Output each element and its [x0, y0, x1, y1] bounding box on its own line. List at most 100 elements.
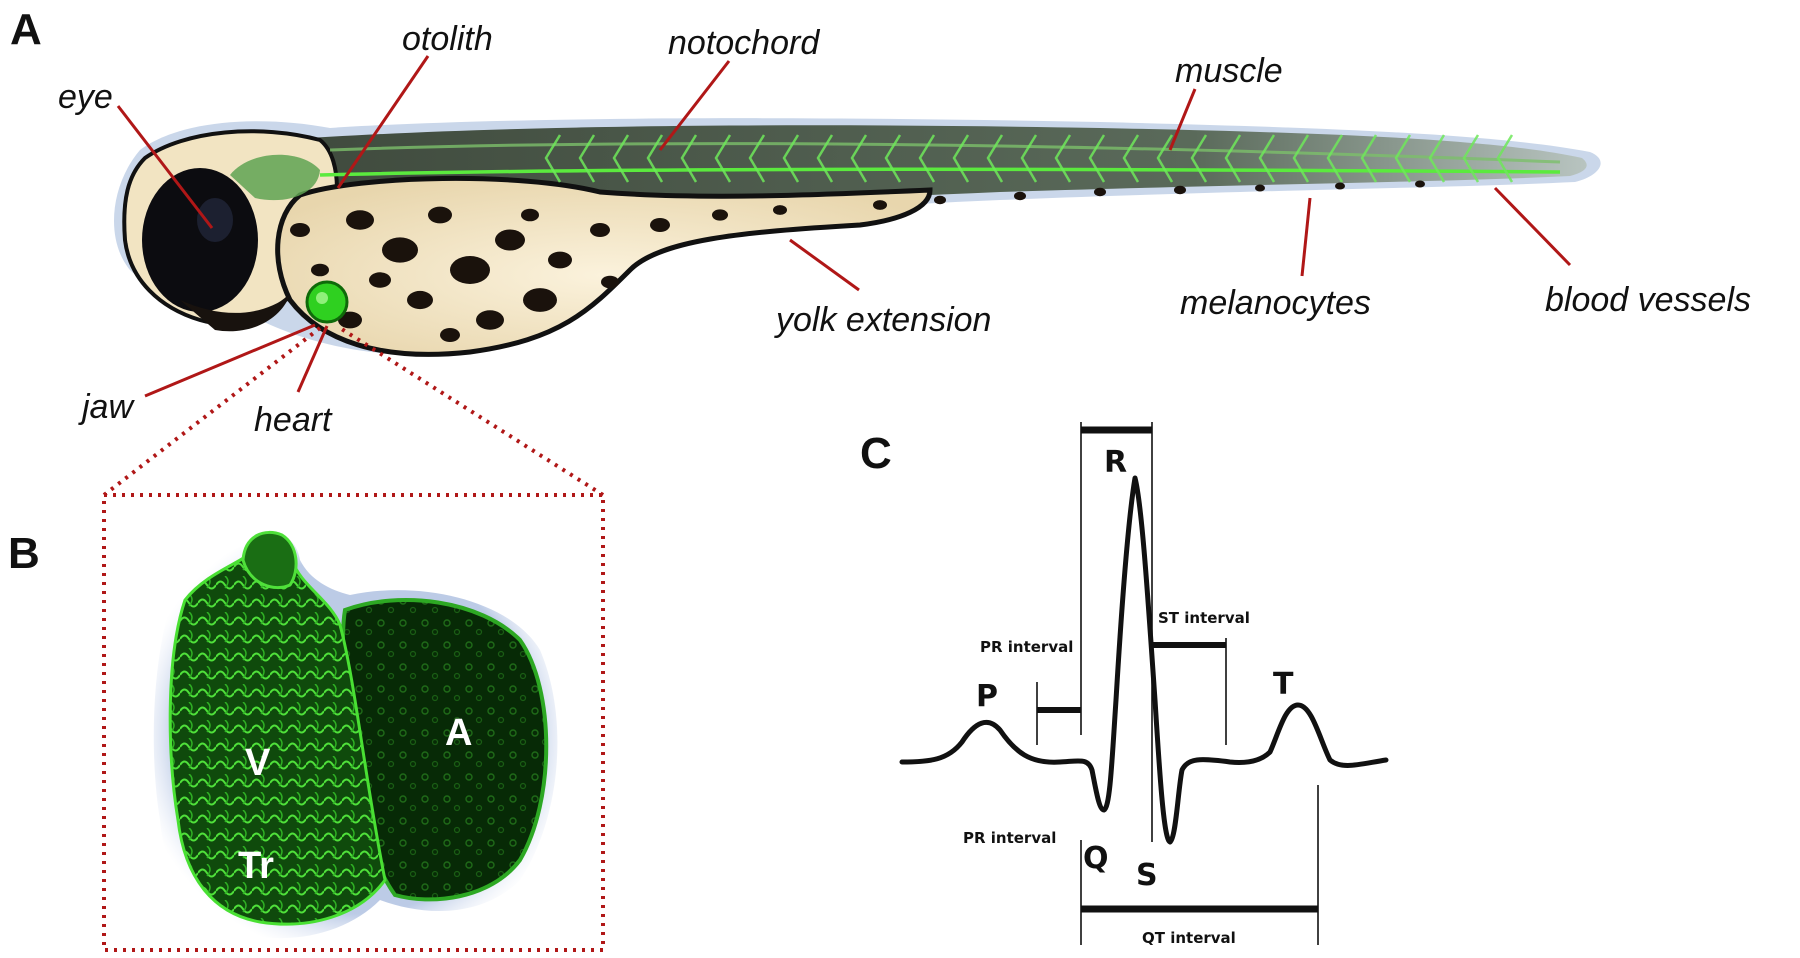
somite-chevron [1496, 134, 1514, 183]
zoom-callout [102, 326, 605, 952]
label-melanocytes: melanocytes [1180, 284, 1371, 322]
melanocyte-spot [773, 205, 787, 215]
heart-shape-highlight [316, 292, 328, 304]
label-heart: heart [254, 401, 333, 439]
somite-chevron [578, 134, 596, 183]
panel-label-a: A [10, 5, 42, 54]
somite-chevron [714, 134, 732, 183]
zoom-line-left [102, 326, 322, 497]
somite-chevron [986, 134, 1004, 183]
somite-chevron [1258, 134, 1276, 183]
melanocyte-spot [476, 310, 504, 330]
label-jaw: jaw [78, 388, 135, 426]
melanocyte-spot [523, 288, 557, 312]
melanocyte-spot [382, 237, 418, 263]
ecg-wave-s: S [1136, 858, 1158, 893]
somite-chevron [1394, 134, 1412, 183]
melanocyte-spot [440, 328, 460, 342]
melanocyte-spot [1335, 182, 1345, 190]
melanocyte-spot [1174, 185, 1186, 195]
ecg-qt-interval: QT interval [1142, 929, 1236, 947]
label-eye: eye [58, 78, 113, 116]
label-blood-vessels: blood vessels [1545, 281, 1751, 319]
somites [544, 134, 1514, 183]
panel-label-b: B [8, 529, 40, 578]
melanocyte-spot [1094, 187, 1106, 197]
somite-chevron [544, 134, 562, 183]
melanocyte-spot [1014, 191, 1026, 201]
notochord-shape [329, 142, 1561, 164]
melanocyte-spot [428, 206, 452, 224]
melanocyte-spot [590, 223, 610, 237]
somite-chevron [884, 134, 902, 183]
melanocyte-spot [601, 275, 619, 289]
somite-chevron [850, 134, 868, 183]
somite-chevron [1122, 134, 1140, 183]
melanocyte-spot [290, 223, 310, 237]
somite-chevron [1224, 134, 1242, 183]
melanocyte-spot [369, 272, 391, 288]
label-atrium: A [445, 712, 472, 754]
blood-vessel-shape [319, 167, 1561, 177]
ecg-st-interval: ST interval [1158, 609, 1250, 627]
somite-chevron [612, 134, 630, 183]
somite-chevron [1156, 134, 1174, 183]
somite-chevron [1428, 134, 1446, 183]
somite-chevron [1054, 134, 1072, 183]
somite-chevron [816, 134, 834, 183]
somite-chevron [1088, 134, 1106, 183]
heart-outflow-tract [241, 530, 298, 590]
heart-leader [296, 325, 329, 393]
somite-chevron [782, 134, 800, 183]
ecg-wave-t: T [1273, 667, 1294, 702]
melanocyte-spot [650, 218, 670, 232]
eye-leader [116, 105, 214, 229]
label-otolith: otolith [402, 20, 493, 58]
somite-chevron [1360, 134, 1378, 183]
melanocyte-spot [450, 256, 490, 284]
melanocyte-spot [1255, 184, 1265, 192]
ecg-wave-r: R [1104, 445, 1127, 480]
melanocytes-leader [1300, 197, 1312, 277]
eye-highlight [197, 198, 233, 242]
ecg-pr-interval-top: PR interval [980, 638, 1073, 656]
leader-lines [116, 55, 1572, 398]
label-trabeculae: Tr [238, 845, 274, 887]
melanocyte-spot [407, 290, 433, 310]
otolith-leader [336, 55, 430, 189]
somite-chevron [748, 134, 766, 183]
blood-vessels-leader [1493, 186, 1572, 267]
eye-shape [142, 168, 258, 312]
melanocyte-spot [521, 208, 539, 222]
heart-shape [305, 280, 349, 324]
ecg-diagram [899, 422, 1389, 945]
otolith-shape [230, 154, 320, 201]
melanocyte-spot [346, 210, 374, 230]
label-ventricle: V [245, 742, 271, 784]
ecg-trace [899, 475, 1389, 845]
melanocyte-spots [290, 180, 1425, 342]
label-notochord: notochord [668, 24, 820, 62]
ecg-wave-p: P [976, 679, 998, 714]
notochord-leader [658, 60, 731, 151]
somite-chevron [918, 134, 936, 183]
somite-chevron [952, 134, 970, 183]
heart-confocal-image [153, 530, 558, 939]
label-muscle: muscle [1175, 52, 1283, 90]
somite-chevron [646, 134, 664, 183]
somite-chevron [680, 134, 698, 183]
ecg-wave-q: Q [1083, 841, 1109, 876]
somite-chevron [1190, 134, 1208, 183]
melanocyte-spot [873, 200, 887, 210]
somite-chevron [1462, 134, 1480, 183]
label-yolk-extension: yolk extension [774, 301, 991, 339]
melanocyte-spot [1415, 180, 1425, 188]
ecg-pr-interval-bottom: PR interval [963, 829, 1056, 847]
zoom-line-right [338, 326, 605, 497]
zebrafish-larva [113, 118, 1601, 357]
jaw-shape [180, 295, 290, 332]
melanocyte-spot [712, 209, 728, 221]
yolk-extension-leader [789, 238, 860, 292]
muscle-leader [1168, 88, 1197, 151]
